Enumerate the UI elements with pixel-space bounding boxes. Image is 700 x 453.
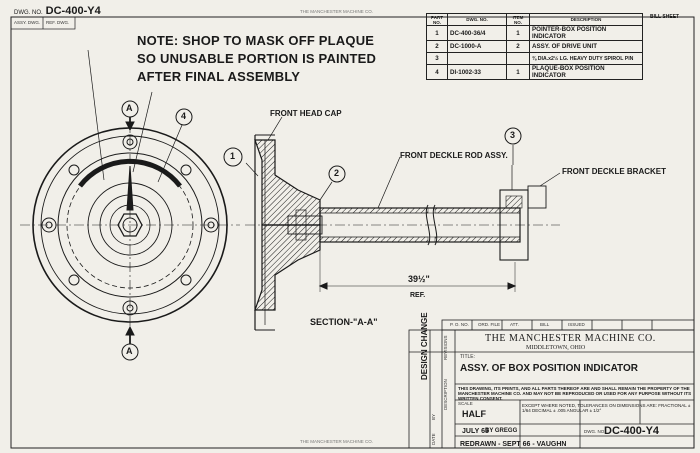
note-line-3: AFTER FINAL ASSEMBLY: [137, 69, 301, 84]
ref-strip-ord: ORD. FILE: [478, 322, 501, 327]
tolerance-note: EXCEPT WHERE NOTED, TOLERANCES ON DIMENS…: [522, 403, 691, 414]
bill-sheet-label: BILL SHEET: [650, 14, 680, 20]
rev-date: DATE: [431, 433, 436, 445]
bom-dwg: DC-400-36/4: [447, 25, 507, 41]
company-name: THE MANCHESTER MACHINE CO.: [485, 333, 656, 344]
revisions-design-change: DESIGN CHANGE: [420, 312, 429, 380]
ref-strip-bill: BILL: [540, 322, 550, 327]
faint-top-company: THE MANCHESTER MACHINE CO.: [300, 9, 374, 14]
scale-value: HALF: [462, 409, 486, 419]
dwg-no: DC-400-Y4: [45, 5, 101, 17]
dwg-no-label-tb: DWG. NO.: [584, 429, 606, 434]
bom-desc: PLAQUE-BOX POSITION INDICATOR: [529, 64, 643, 80]
bom-dwg: [447, 52, 507, 65]
drawn-date: JULY 63: [462, 428, 489, 435]
dimension-value: 39½": [408, 274, 430, 284]
bom-desc: ASSY. OF DRIVE UNIT: [529, 40, 643, 53]
faint-bottom-company: THE MANCHESTER MACHINE CO.: [300, 439, 374, 444]
dwg-number-top: DWG. NO.DC-400-Y4: [14, 6, 101, 17]
view-markers: [121, 100, 193, 361]
note-line-1: NOTE: SHOP TO MASK OFF PLAQUE: [137, 33, 375, 48]
bom-part: 3: [426, 52, 448, 65]
bom-qty: 1: [506, 25, 530, 41]
note-line-2: SO UNUSABLE PORTION IS PAINTED: [137, 51, 377, 66]
title-label: TITLE:: [460, 354, 476, 360]
ref-strip-att: ATT.: [510, 322, 519, 327]
bom-row: 4 DI-1002-33 1 PLAQUE-BOX POSITION INDIC…: [426, 64, 643, 80]
rev-desc: DESCRIPTION: [443, 379, 448, 410]
bom-qty: 2: [506, 40, 530, 53]
assy-dwg-label: ASSY. DWG.: [14, 20, 41, 25]
bom-qty: 1: [506, 64, 530, 80]
rev-by: BY: [431, 413, 436, 420]
balloon-4: 4: [181, 111, 187, 121]
dimension-ref: REF.: [410, 292, 426, 299]
bom-dwg: DI-1002-33: [447, 64, 507, 80]
section-label: SECTION-"A-A": [310, 317, 378, 327]
redrawn-note: REDRAWN - SEPT 66 - VAUGHN: [460, 441, 567, 448]
bom-part: 2: [426, 40, 448, 53]
bom-desc: POINTER-BOX POSITION INDICATOR: [529, 25, 643, 41]
bom-row: 3 ⅜ DIA.x2½ LG. HEAVY DUTY SPIROL PIN: [426, 52, 643, 65]
bom-row: 1 DC-400-36/4 1 POINTER-BOX POSITION IND…: [426, 25, 643, 41]
label-front-head-cap: FRONT HEAD CAP: [270, 109, 342, 118]
section-marker-a-bottom: A: [126, 346, 133, 356]
section-balloons: [223, 127, 522, 183]
ref-strip-issued: ISSUED: [568, 322, 585, 327]
dwg-no-tb: DC-400-Y4: [604, 425, 660, 437]
title-block-lines: [408, 319, 695, 449]
bom-header-dwg: DWG. NO.: [447, 13, 507, 26]
company-city: MIDDLETOWN, OHIO: [526, 345, 586, 351]
bom-header-item: ITEM NO.: [506, 13, 530, 26]
bom-row: 2 DC-1000-A 2 ASSY. OF DRIVE UNIT: [426, 40, 643, 53]
bom-header-part: PART NO.: [426, 13, 448, 26]
fine-print: THIS DRAWING, ITS PRINTS, AND ALL PARTS …: [458, 386, 692, 402]
bom-dwg: DC-1000-A: [447, 40, 507, 53]
bill-of-materials: PART NO. DWG. NO. ITEM NO. DESCRIPTION 1…: [426, 13, 643, 80]
balloon-3: 3: [510, 130, 516, 140]
dwg-label: DWG. NO.: [14, 10, 43, 16]
bom-part: 4: [426, 64, 448, 80]
section-view: [245, 116, 561, 331]
sheet-border: [10, 16, 695, 449]
ref-dwg-label: REF. DWG.: [46, 20, 70, 25]
scale-label: SCALE: [458, 401, 473, 406]
balloon-2: 2: [334, 168, 340, 178]
bom-qty: [506, 52, 530, 65]
ref-strip-po: P. O. NO.: [450, 322, 469, 327]
section-marker-a-top: A: [126, 103, 133, 113]
label-front-deckle-rod: FRONT DECKLE ROD ASSY.: [400, 151, 508, 160]
bom-part: 1: [426, 25, 448, 41]
label-front-deckle-bracket: FRONT DECKLE BRACKET: [562, 167, 666, 176]
front-view: [20, 49, 240, 345]
drawn-by: BY GREGG: [485, 428, 518, 434]
bom-header-desc: DESCRIPTION: [529, 13, 643, 26]
bom-header-row: PART NO. DWG. NO. ITEM NO. DESCRIPTION: [426, 13, 643, 26]
bom-desc: ⅜ DIA.x2½ LG. HEAVY DUTY SPIROL PIN: [529, 52, 643, 65]
balloon-1: 1: [230, 151, 236, 161]
drawing-title: ASSY. OF BOX POSITION INDICATOR: [460, 363, 638, 374]
rev-title: REVISIONS: [443, 335, 448, 360]
